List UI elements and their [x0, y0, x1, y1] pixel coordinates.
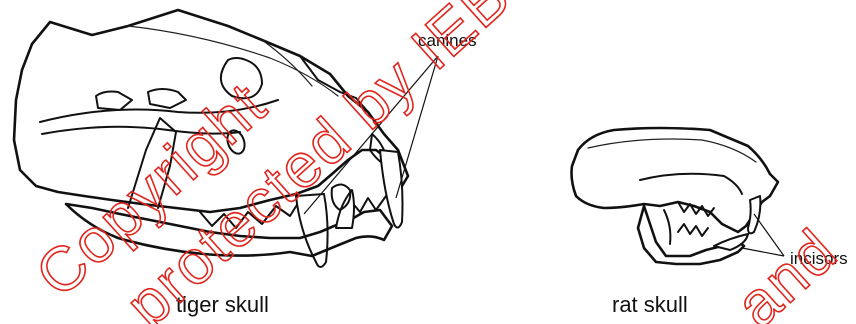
watermark-line-3: and: [723, 216, 851, 324]
rat-zygomatic: [640, 174, 742, 194]
rat-skull: [572, 128, 779, 264]
rat-mandible-outline: [638, 206, 744, 264]
rat-cranium-outline: [572, 128, 779, 232]
tiger-temporal-fossa-2: [148, 89, 186, 108]
copyright-watermark: Copyright protected by IEB and: [23, 0, 851, 324]
rat-jaw-notch: [664, 210, 670, 244]
rat-lower-teeth: [678, 224, 708, 236]
rat-skull-top-line: [588, 139, 756, 162]
rat-skull-caption: rat skull: [612, 292, 688, 317]
tiger-temporal-fossa: [96, 92, 132, 111]
